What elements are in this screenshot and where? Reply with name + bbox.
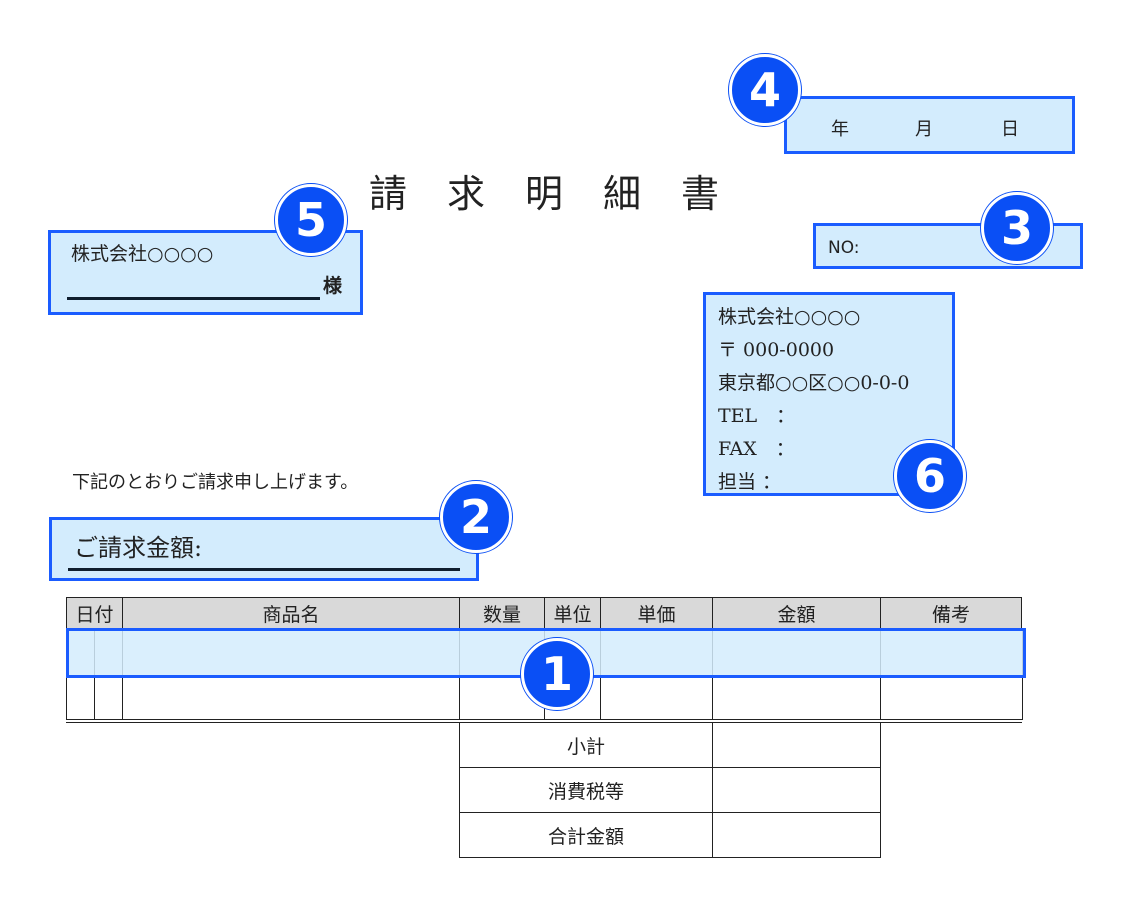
table-cell[interactable] <box>66 676 95 720</box>
issuer-fax: FAX ： <box>718 438 795 460</box>
document-title: 請求明細書 <box>369 172 760 216</box>
tax-value[interactable] <box>712 767 881 813</box>
badge-1: 1 <box>521 638 593 710</box>
day-label: 日 <box>1001 119 1019 140</box>
table-cell[interactable] <box>712 676 881 720</box>
intro-text: 下記のとおりご請求申し上げます。 <box>72 472 359 493</box>
issuer-tel: TEL ： <box>718 405 796 427</box>
issuer-postal: 〒 000-0000 <box>718 339 835 361</box>
header-date: 日付 <box>66 597 123 629</box>
badge-2: 2 <box>440 481 512 553</box>
recipient-company: 株式会社○○○○ <box>71 243 214 265</box>
subtotal-value[interactable] <box>712 722 881 768</box>
table-cell[interactable] <box>94 676 123 720</box>
subtotal-label: 小計 <box>459 722 713 768</box>
issuer-contact: 担当 ： <box>718 471 782 493</box>
header-unit: 単位 <box>544 597 601 629</box>
header-price: 単価 <box>600 597 713 629</box>
issuer-info[interactable]: 株式会社○○○○ 〒 000-0000 東京都○○区○○0-0-0 TEL ： … <box>703 292 955 496</box>
tax-label: 消費税等 <box>459 767 713 813</box>
table-cell[interactable] <box>880 676 1023 720</box>
header-qty: 数量 <box>459 597 545 629</box>
number-label: NO: <box>828 238 860 258</box>
amount-field[interactable]: ご請求金額: <box>49 517 479 581</box>
header-amount: 金額 <box>712 597 881 629</box>
month-label: 月 <box>915 119 933 140</box>
header-product: 商品名 <box>122 597 460 629</box>
badge-4: 4 <box>729 54 801 126</box>
honorific: 様 <box>323 275 343 297</box>
badge-5: 5 <box>275 184 347 256</box>
year-label: 年 <box>831 119 849 140</box>
badge-3: 3 <box>981 192 1053 264</box>
recipient-field[interactable]: 株式会社○○○○ 様 <box>48 230 363 315</box>
badge-6: 6 <box>894 440 966 512</box>
header-notes: 備考 <box>880 597 1022 629</box>
total-label: 合計金額 <box>459 812 713 858</box>
table-cell[interactable] <box>122 676 460 720</box>
table-cell[interactable] <box>600 676 713 720</box>
total-value[interactable] <box>712 812 881 858</box>
issuer-company: 株式会社○○○○ <box>718 306 861 328</box>
amount-label: ご請求金額: <box>74 534 203 562</box>
date-field[interactable]: 年 月 日 <box>784 96 1075 154</box>
issuer-address: 東京都○○区○○0-0-0 <box>718 372 910 394</box>
